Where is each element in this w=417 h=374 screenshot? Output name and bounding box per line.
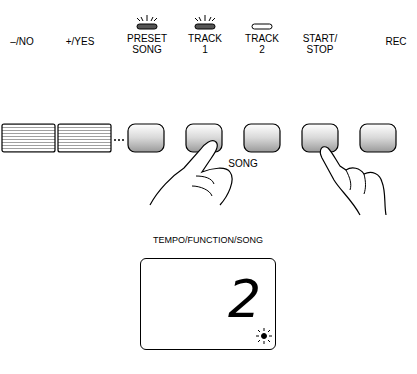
button-label: PRESET SONG [125, 33, 169, 55]
button-label: –/NO [10, 36, 33, 47]
button-preset-song [128, 124, 164, 152]
button-label: TRACK 1 [185, 33, 225, 55]
hand-caption: SONG [228, 158, 257, 169]
hand-right [320, 147, 386, 215]
led-indicators [137, 15, 272, 29]
button-label: TRACK 2 [242, 33, 282, 55]
display-digit: 2 [228, 269, 261, 329]
button-label: START/ STOP [300, 33, 340, 55]
hand-left [150, 141, 232, 205]
button-rec [360, 124, 396, 152]
button-label: REC [385, 36, 406, 47]
blink-mark [256, 328, 272, 344]
button-track2 [244, 124, 280, 152]
display-title: TEMPO/FUNCTION/SONG [153, 235, 263, 245]
lcd-display: TEMPO/FUNCTION/SONG2 [140, 258, 276, 350]
button-start-stop [302, 124, 338, 152]
button-no [2, 124, 55, 152]
button-label: +/YES [66, 36, 95, 47]
button-yes [58, 124, 111, 152]
